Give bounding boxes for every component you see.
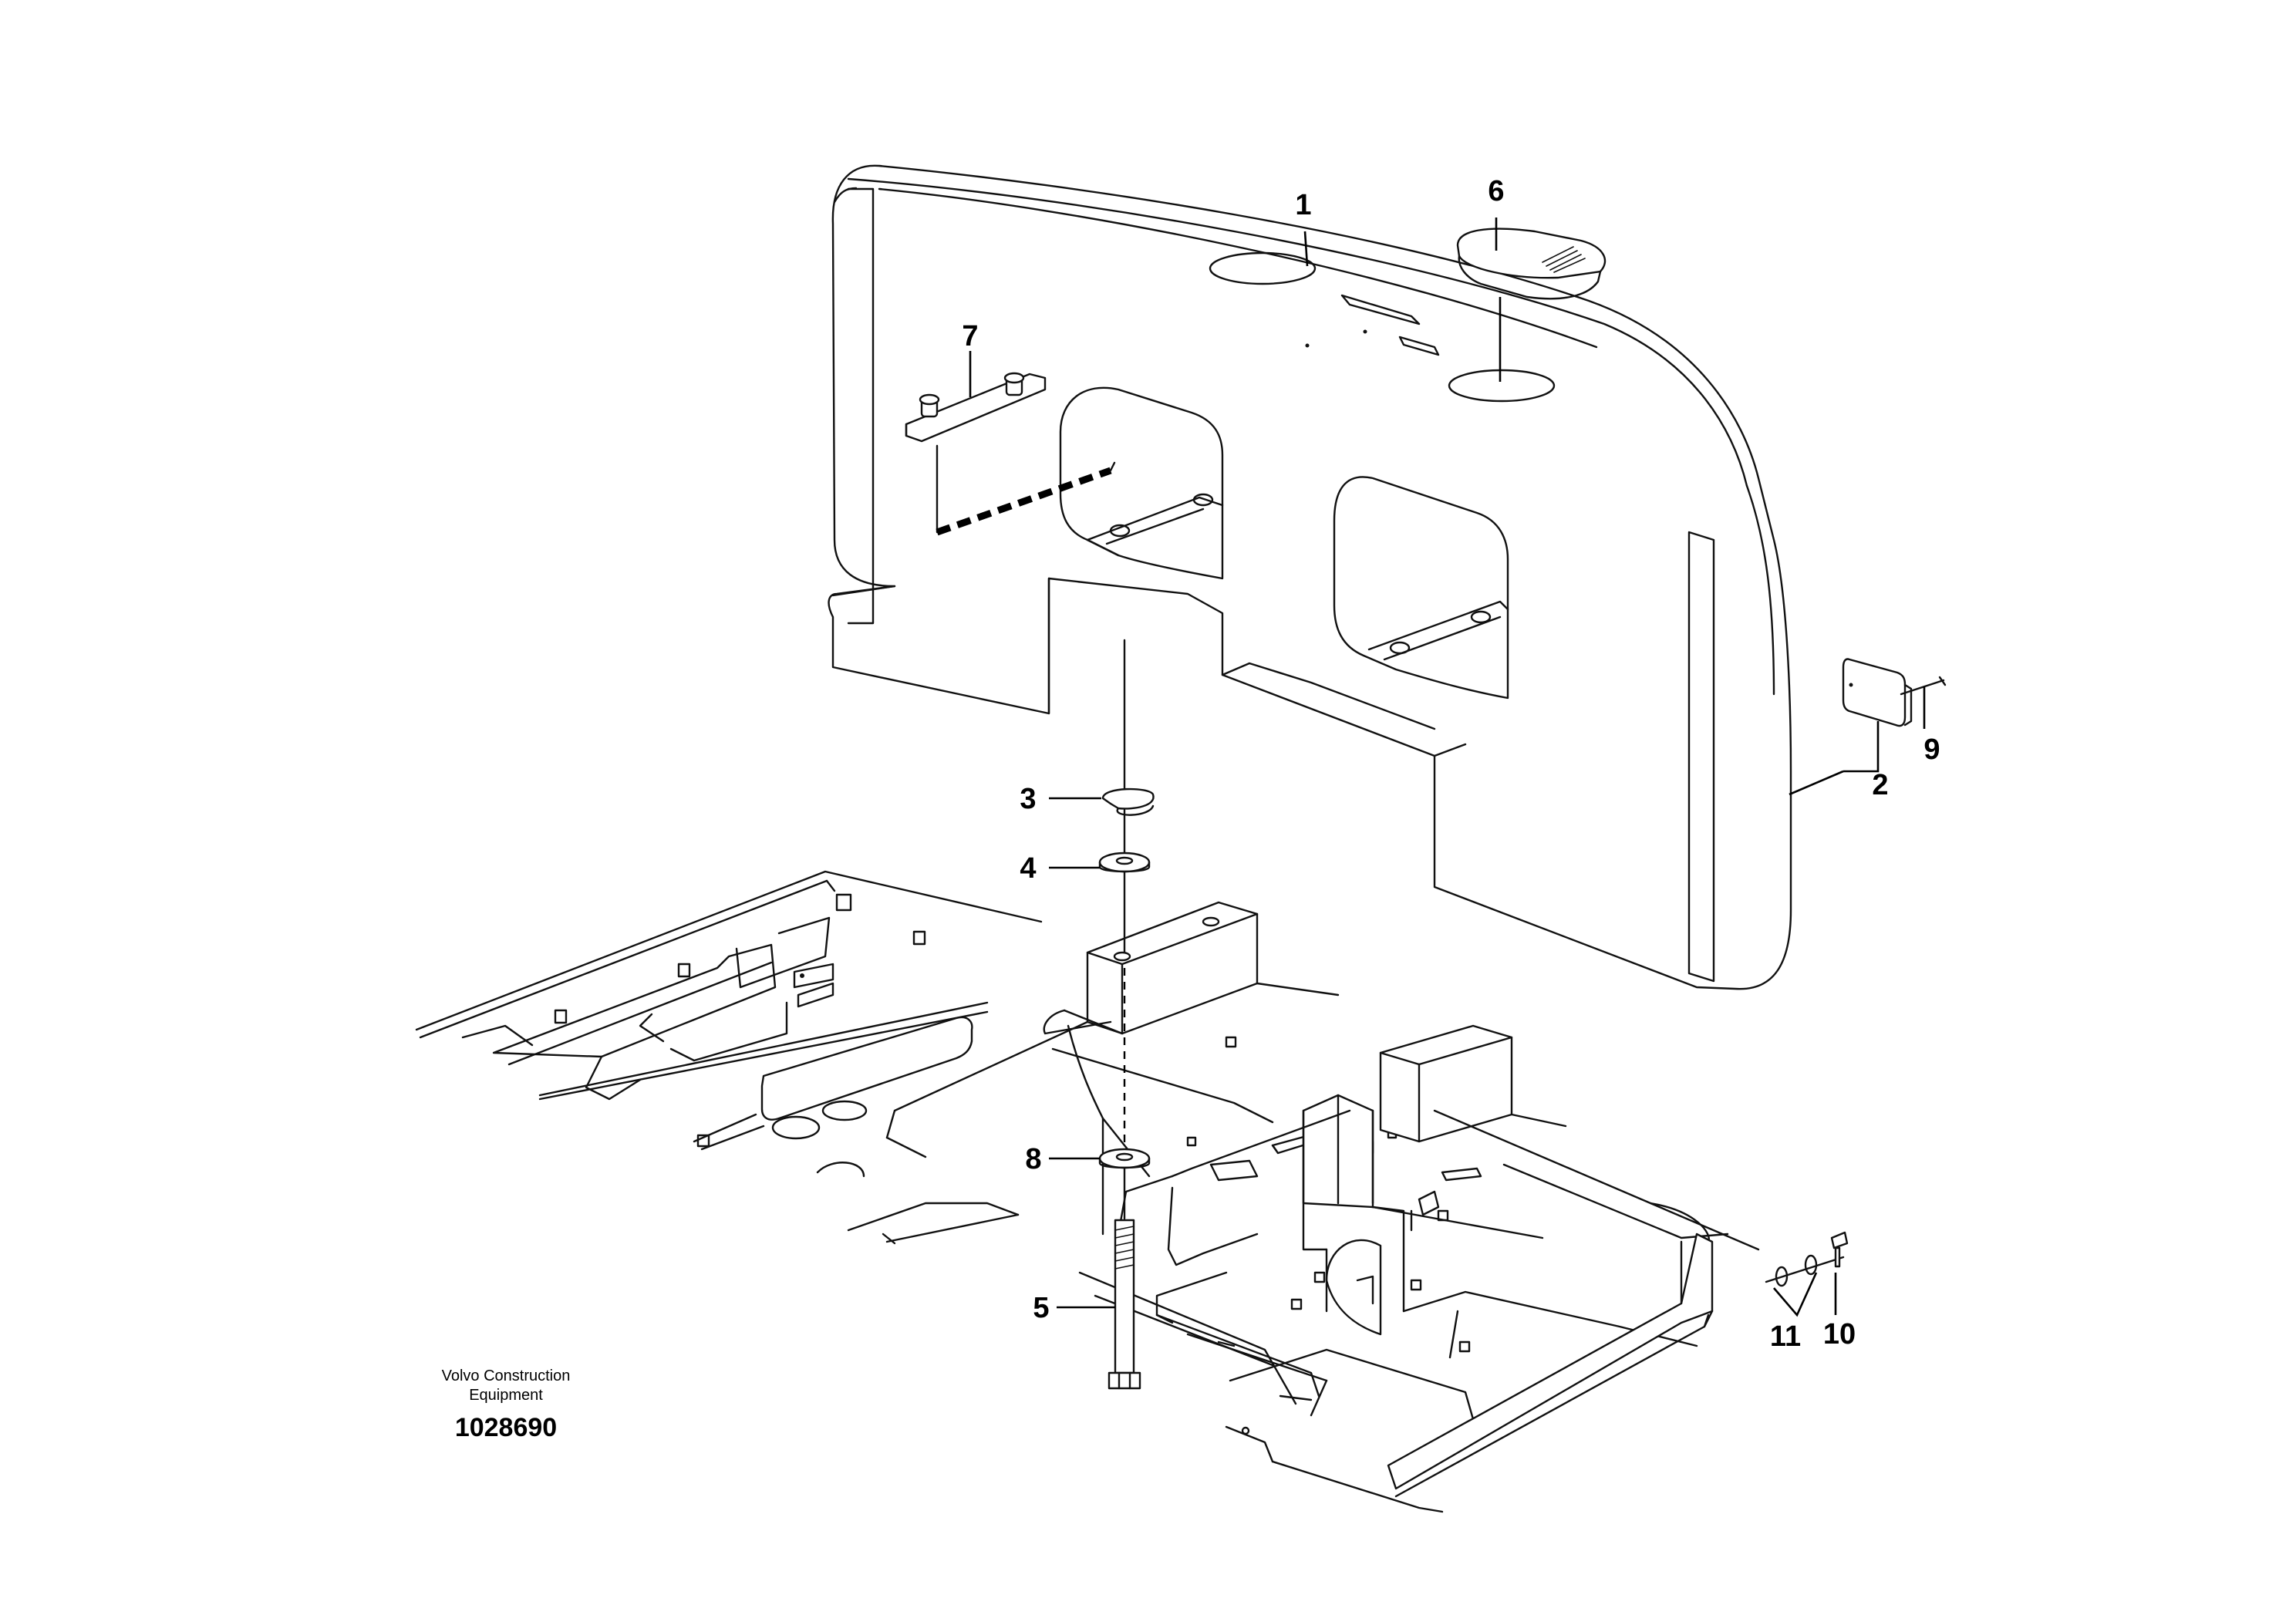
drawing-footer: Volvo Construction Equipment 1028690 <box>442 1367 571 1442</box>
part-3-split-washer <box>1101 787 1155 816</box>
callout-labels: 1 2 3 4 5 6 7 8 9 10 11 <box>962 175 1940 1353</box>
brand-line-2: Equipment <box>469 1387 543 1404</box>
part-5-bolt <box>1108 1219 1141 1390</box>
part-8-washer <box>1098 1148 1151 1169</box>
part-6-cover <box>1456 228 1607 300</box>
counterweight <box>828 164 1792 990</box>
leader-lines <box>969 218 1926 1317</box>
callout-2: 2 <box>1872 769 1888 801</box>
callout-1: 1 <box>1295 189 1311 221</box>
callout-6: 6 <box>1488 175 1504 207</box>
upper-frame <box>415 870 1760 1513</box>
callout-9: 9 <box>1923 733 1940 766</box>
callout-8: 8 <box>1025 1143 1041 1175</box>
callout-3: 3 <box>1020 783 1036 815</box>
brand-line-1: Volvo Construction <box>442 1367 571 1384</box>
part-4-washer <box>1098 851 1151 873</box>
drawing-number: 1028690 <box>455 1413 557 1442</box>
callout-11: 11 <box>1770 1320 1801 1353</box>
part-2-plate <box>1842 658 1913 727</box>
callout-4: 4 <box>1020 852 1036 885</box>
callout-5: 5 <box>1033 1292 1049 1324</box>
part-7-bracket <box>905 372 1116 536</box>
part-9-screw <box>1900 676 1947 696</box>
part-11-washers <box>1765 1254 1845 1287</box>
part-10-screw <box>1830 1231 1849 1268</box>
callout-10: 10 <box>1823 1318 1856 1351</box>
callout-7: 7 <box>962 320 978 352</box>
